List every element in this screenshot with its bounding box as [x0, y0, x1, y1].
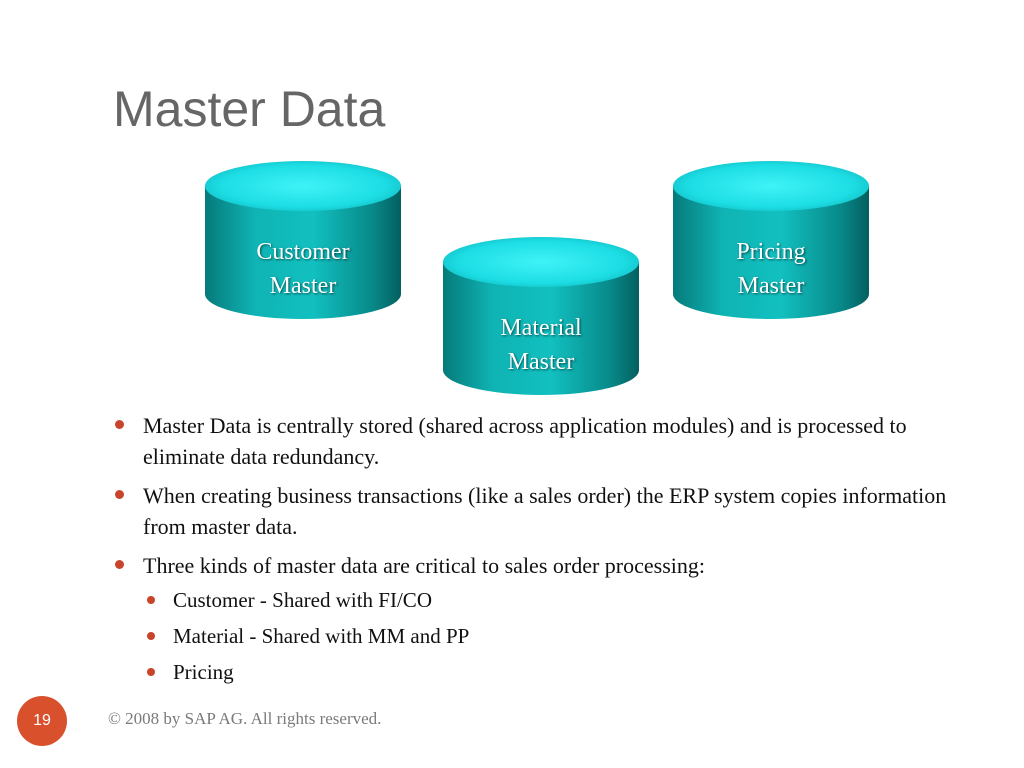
bullet-dot-icon — [115, 560, 124, 569]
sub-bullet-text: Customer - Shared with FI/CO — [173, 588, 432, 612]
sub-bullet-text: Pricing — [173, 660, 234, 684]
sub-bullet-item: Pricing — [145, 657, 955, 688]
database-cylinder-icon — [673, 161, 869, 319]
bullet-list: Master Data is centrally stored (shared … — [115, 410, 955, 693]
cylinder-label-line2: Master — [737, 273, 805, 299]
database-cylinder-icon — [205, 161, 401, 319]
cylinder-label-line1: Customer — [256, 239, 350, 265]
customer-master-cylinder: Customer Master — [204, 160, 402, 320]
bullet-dot-icon — [147, 632, 155, 640]
copyright-footer: © 2008 by SAP AG. All rights reserved. — [108, 709, 382, 728]
bullet-text: Master Data is centrally stored (shared … — [143, 413, 907, 469]
cylinder-label-line1: Pricing — [736, 239, 806, 265]
slide-title: Master Data — [113, 81, 386, 137]
database-cylinder-icon — [443, 237, 639, 395]
cylinder-label-line2: Master — [269, 273, 337, 299]
sub-bullet-text: Material - Shared with MM and PP — [173, 624, 470, 648]
cylinder-label-line1: Material — [500, 315, 582, 341]
bullet-item: Master Data is centrally stored (shared … — [115, 410, 955, 472]
pricing-master-cylinder: Pricing Master — [672, 160, 870, 320]
bullet-dot-icon — [147, 668, 155, 676]
material-master-cylinder: Material Master — [442, 236, 640, 396]
slide-number-badge: 19 — [17, 696, 67, 746]
bullet-text: When creating business transactions (lik… — [143, 483, 947, 539]
bullet-item: Three kinds of master data are critical … — [115, 550, 955, 581]
bullet-dot-icon — [147, 596, 155, 604]
bullet-dot-icon — [115, 490, 124, 499]
sub-bullet-item: Material - Shared with MM and PP — [145, 621, 955, 652]
sub-bullet-item: Customer - Shared with FI/CO — [145, 585, 955, 616]
cylinder-label-line2: Master — [507, 349, 575, 375]
bullet-text: Three kinds of master data are critical … — [143, 553, 705, 578]
bullet-item: When creating business transactions (lik… — [115, 480, 955, 542]
bullet-dot-icon — [115, 420, 124, 429]
